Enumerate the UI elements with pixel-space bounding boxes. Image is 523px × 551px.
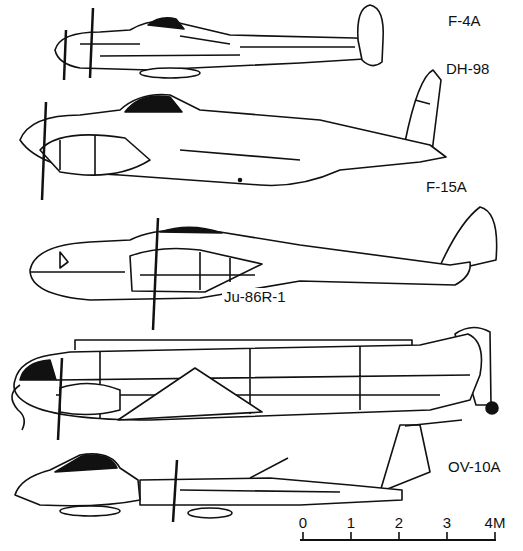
- scale-bar: [300, 532, 496, 540]
- ju86-profile: [12, 327, 498, 440]
- aircraft-name: DH-98: [444, 60, 491, 77]
- ov10a-profile: [15, 420, 462, 522]
- aircraft-name: OV-10A: [446, 458, 503, 475]
- scale-number: 2: [393, 514, 405, 531]
- scale-number: 0: [297, 514, 309, 531]
- scale-number: 4M: [483, 514, 508, 531]
- aircraft-name: F-15A: [424, 178, 469, 195]
- f4a-profile: [55, 5, 383, 80]
- aircraft-name: F-4A: [446, 12, 483, 29]
- scale-number: 1: [345, 514, 357, 531]
- aircraft-name: Ju-86R-1: [222, 288, 288, 305]
- scale-number: 3: [441, 514, 453, 531]
- f15a-profile: [30, 207, 497, 330]
- dh98-profile: [20, 70, 446, 200]
